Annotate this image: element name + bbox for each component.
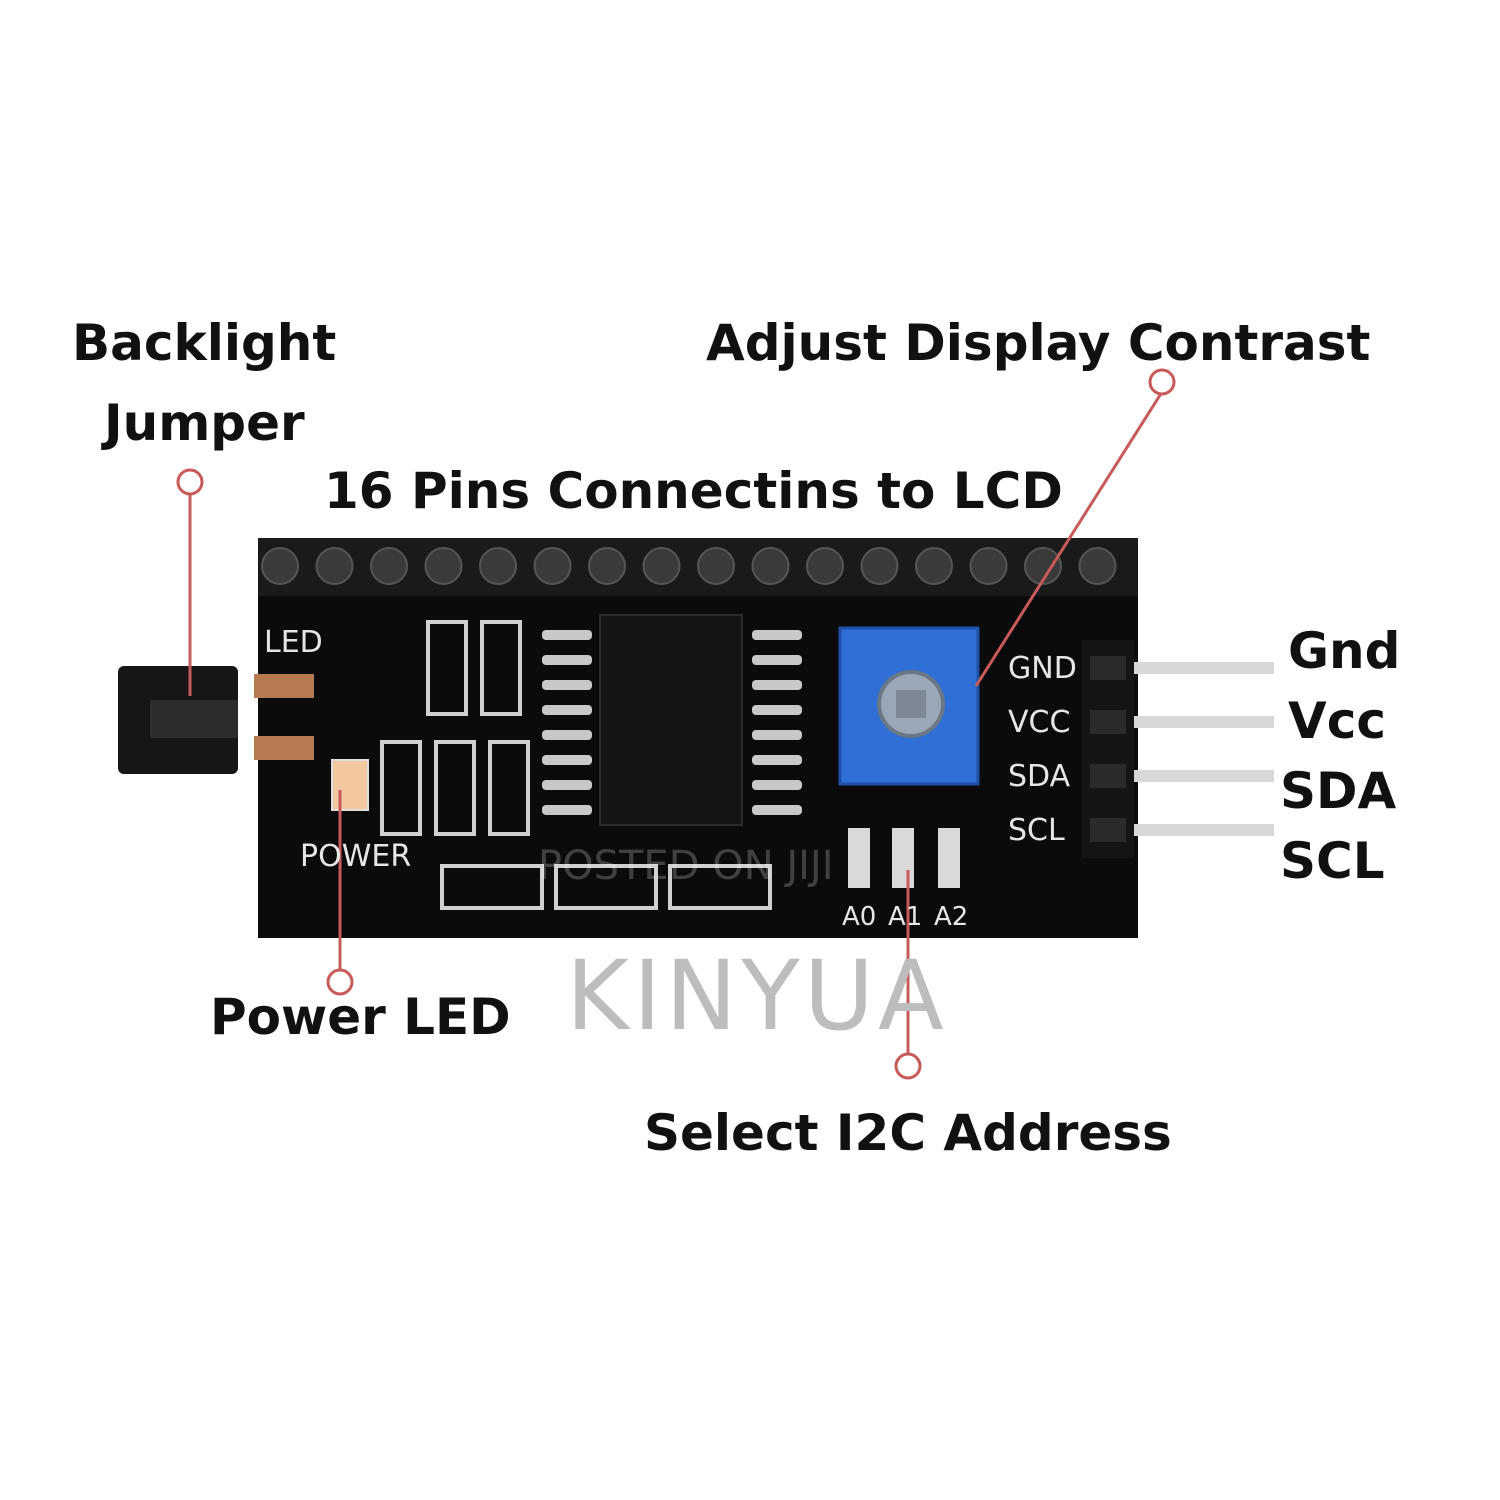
- ic-leg-right: [752, 630, 802, 640]
- sda-pin-label: SDA: [1280, 762, 1397, 820]
- lcd-pin: [588, 547, 626, 585]
- ic-leg-left: [542, 705, 592, 715]
- ic-leg-right: [752, 755, 802, 765]
- power-led: [331, 759, 369, 811]
- silk-a1: A1: [888, 902, 923, 932]
- lcd-pin: [261, 547, 299, 585]
- lcd-pins-label: 16 Pins Connectins to LCD: [324, 462, 1063, 520]
- silk-sda: SDA: [1008, 759, 1071, 794]
- i2c-pin: [1134, 770, 1274, 782]
- lcd-pin: [315, 547, 354, 585]
- ic-chip: [599, 614, 743, 826]
- smd-component: [380, 740, 422, 836]
- kinyua-watermark: KINYUA: [566, 940, 948, 1052]
- ic-legs: [542, 630, 802, 815]
- backlight-jumper-label-line2: Jumper: [104, 394, 305, 452]
- lcd-pin: [697, 547, 735, 585]
- i2c-pin: [1134, 716, 1274, 728]
- ic-leg-right: [752, 780, 802, 790]
- smd-components: [380, 620, 772, 910]
- select-i2c-address-label: Select I2C Address: [644, 1104, 1172, 1162]
- silk-a2: A2: [934, 902, 969, 932]
- ic-leg-left: [542, 730, 592, 740]
- ic-leg-left: [542, 780, 592, 790]
- silk-a0: A0: [842, 902, 877, 932]
- lcd-pin: [751, 547, 790, 585]
- ic-leg-left: [542, 630, 592, 640]
- silk-gnd: GND: [1008, 651, 1077, 686]
- ic-leg-right: [752, 680, 802, 690]
- address-pad-a0: [848, 828, 870, 888]
- lcd-pin: [1078, 547, 1117, 585]
- smd-component: [426, 620, 468, 716]
- i2c-pin: [1134, 824, 1274, 836]
- lcd-pin: [1024, 547, 1062, 585]
- gnd-pin-label: Gnd: [1288, 622, 1401, 680]
- ic-leg-right: [752, 705, 802, 715]
- silk-scl: SCL: [1008, 813, 1065, 848]
- lcd-pin: [860, 547, 899, 585]
- smd-component: [488, 740, 530, 836]
- lcd-pin: [806, 547, 844, 585]
- ic-leg-right: [752, 730, 802, 740]
- smd-component: [480, 620, 522, 716]
- silk-power: POWER: [300, 839, 412, 874]
- silk-vcc: VCC: [1008, 705, 1071, 740]
- ic-leg-left: [542, 755, 592, 765]
- address-pad-a2: [938, 828, 960, 888]
- ic-leg-right: [752, 805, 802, 815]
- scl-pin-label: SCL: [1280, 832, 1385, 890]
- address-pad-a1: [892, 828, 914, 888]
- adjust-contrast-label: Adjust Display Contrast: [706, 314, 1371, 372]
- smd-component: [440, 864, 544, 910]
- lcd-pin: [370, 547, 408, 585]
- lcd-pin: [479, 547, 517, 585]
- lcd-pin: [969, 547, 1008, 585]
- backlight-jumper-label-line1: Backlight: [72, 314, 337, 372]
- lcd-pin: [533, 547, 572, 585]
- i2c-pin-base: [1090, 764, 1126, 788]
- ic-leg-right: [752, 655, 802, 665]
- lcd-pin: [424, 547, 463, 585]
- i2c-pins: [1090, 656, 1274, 842]
- smd-component: [668, 864, 772, 910]
- ic-leg-left: [542, 655, 592, 665]
- smd-component: [434, 740, 476, 836]
- lcd-header-pins: [261, 547, 1117, 585]
- power-led-label: Power LED: [210, 988, 511, 1046]
- i2c-pin-base: [1090, 656, 1126, 680]
- i2c-pin-base: [1090, 710, 1126, 734]
- smd-component: [554, 864, 658, 910]
- posted-on-jiji-watermark: POSTED ON JIJI: [538, 843, 834, 889]
- i2c-pin-base: [1090, 818, 1126, 842]
- silk-led: LED: [264, 625, 323, 660]
- ic-leg-left: [542, 680, 592, 690]
- lcd-pin: [642, 547, 681, 585]
- ic-leg-left: [542, 805, 592, 815]
- lcd-pin: [915, 547, 953, 585]
- i2c-pin: [1134, 662, 1274, 674]
- vcc-pin-label: Vcc: [1288, 692, 1386, 750]
